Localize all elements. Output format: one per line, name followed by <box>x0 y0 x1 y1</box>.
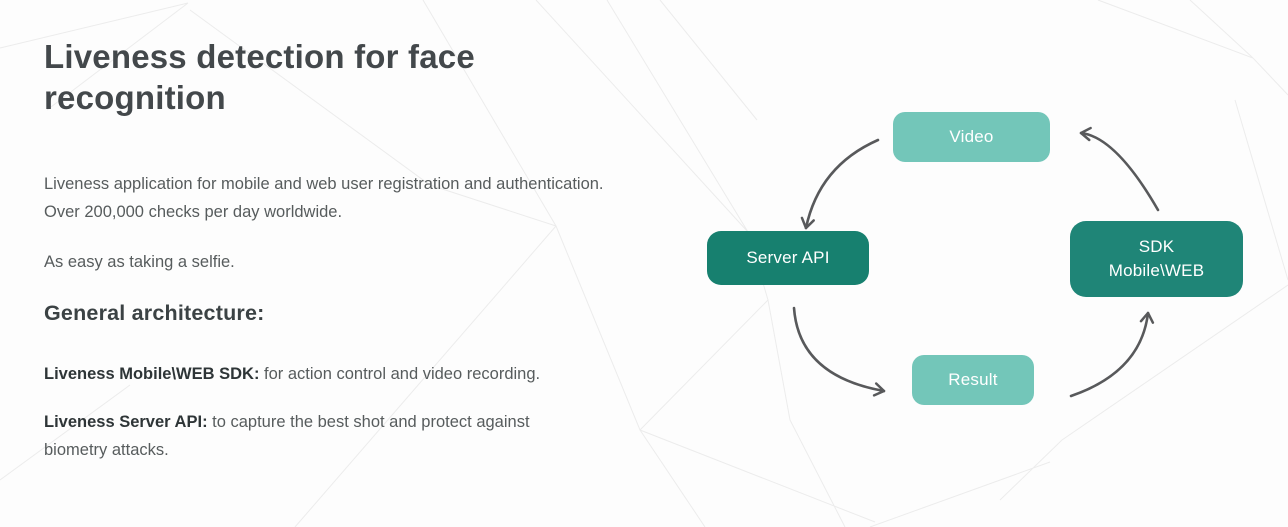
diagram-node-video: Video <box>893 112 1050 162</box>
diagram-node-server-api-label: Server API <box>746 248 830 267</box>
feature-sdk-text: for action control and video recording. <box>259 365 541 383</box>
page-title: Liveness detection for face recognition <box>44 38 475 116</box>
tagline-paragraph: As easy as taking a selfie. <box>44 253 235 271</box>
diagram-node-result-label: Result <box>948 370 998 389</box>
diagram-node-sdk: SDK Mobile\WEB <box>1070 221 1243 297</box>
diagram-node-server-api: Server API <box>707 231 869 285</box>
feature-server-api: Liveness Server API: to capture the best… <box>44 408 554 464</box>
feature-server-api-text: to capture the best shot and protect aga… <box>44 413 530 459</box>
feature-sdk: Liveness Mobile\WEB SDK: for action cont… <box>44 360 554 388</box>
diagram-node-result: Result <box>912 355 1034 405</box>
feature-server-api-label: Liveness Server API: <box>44 413 208 431</box>
lead-paragraph: Liveness application for mobile and web … <box>44 175 604 221</box>
diagram-node-sdk-line2: Mobile\WEB <box>1108 261 1205 280</box>
diagram-node-sdk-label: SDK Mobile\WEB <box>1109 235 1205 283</box>
feature-sdk-label: Liveness Mobile\WEB SDK: <box>44 365 260 383</box>
diagram-node-sdk-line1: SDK <box>1138 237 1175 256</box>
diagram-node-video-label: Video <box>949 127 994 146</box>
content-column: Liveness detection for face recognition … <box>44 36 644 464</box>
section-subtitle: General architecture: <box>44 301 265 325</box>
